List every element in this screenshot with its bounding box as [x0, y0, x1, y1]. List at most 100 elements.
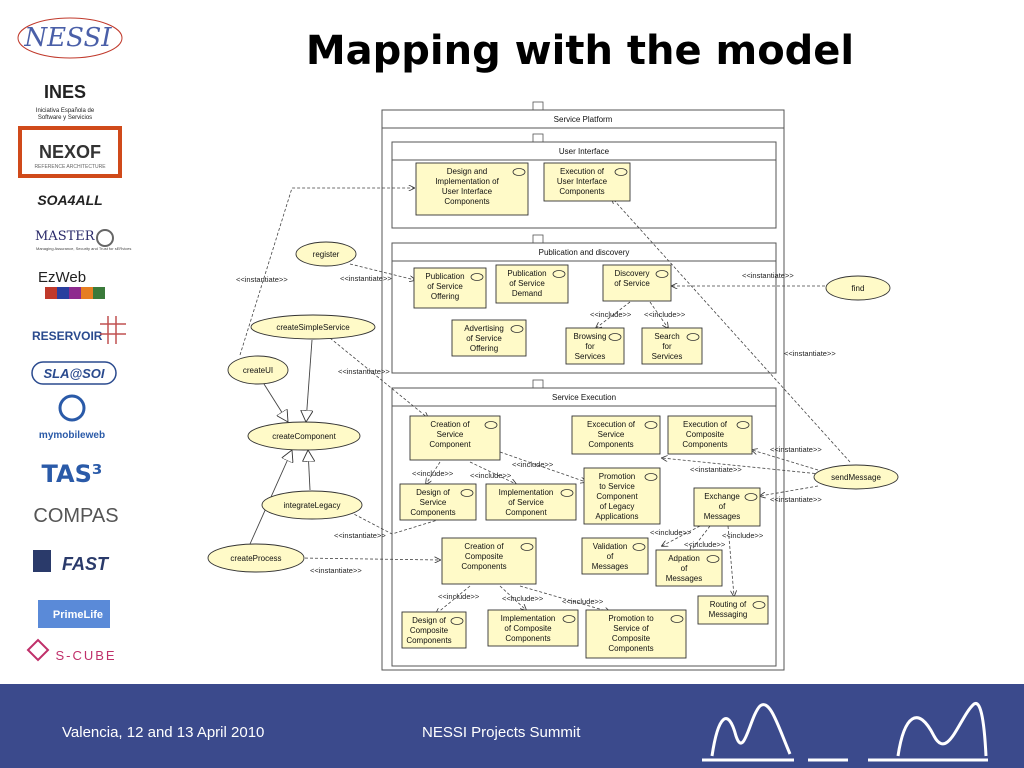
svg-text:mymobileweb: mymobileweb — [39, 430, 105, 441]
use-case-label-line: Implementation — [501, 614, 556, 623]
use-case-label-line: Search — [654, 332, 679, 341]
svg-text:EzWeb: EzWeb — [38, 269, 86, 286]
use-case-label-line: Publication — [507, 269, 546, 278]
use-case-label-line: Components — [461, 562, 506, 571]
slide-title: Mapping with the model — [305, 28, 855, 74]
use-case-label-line: Component — [505, 508, 547, 517]
svg-text:SOA4ALL: SOA4ALL — [37, 192, 102, 208]
use-case-label-line: Components — [505, 634, 550, 643]
use-case-label-line: Components — [406, 636, 451, 645]
use-case-label-line: User Interface — [557, 177, 608, 186]
use-case-label-line: Excecution of — [587, 420, 636, 429]
use-case-label-line: Publication — [425, 272, 464, 281]
use-case-label-line: Implementation of — [435, 177, 499, 186]
svg-text:FAST: FAST — [62, 554, 110, 574]
use-case-label-line: of Service — [427, 282, 463, 291]
use-case-label-line: Service — [437, 430, 464, 439]
use-case-label-line: Components — [444, 197, 489, 206]
logo-mymobileweb: mymobileweb — [39, 394, 105, 441]
footer-bar — [0, 684, 1024, 768]
actor-create-u-i: createUI — [227, 355, 289, 385]
actor-label: integrateLegacy — [284, 501, 341, 510]
use-case-label-line: Services — [652, 352, 683, 361]
actor-create-component: createComponent — [247, 421, 361, 451]
svg-text:<<include>>: <<include>> — [684, 540, 726, 549]
use-case-label-line: of Service — [508, 498, 544, 507]
use-case-label-line: Execution of — [683, 420, 728, 429]
use-case-label-line: Components — [682, 440, 727, 449]
use-case-label-line: of — [607, 552, 614, 561]
use-case-label-line: Components — [410, 508, 455, 517]
use-case-label-line: Components — [608, 644, 653, 653]
logo-master: MASTER Managing Assurance, Security and … — [35, 229, 131, 251]
use-case-label-line: Services — [575, 352, 606, 361]
actor-label: createUI — [243, 366, 273, 375]
logo-tas3: TAS³ — [42, 460, 103, 488]
use-case-label-line: Creation of — [430, 420, 470, 429]
use-case-label-line: Discovery — [614, 269, 649, 278]
svg-text:NEXOF: NEXOF — [39, 142, 101, 162]
use-case-label-line: of Legacy — [600, 502, 635, 511]
svg-text:RESERVOIR: RESERVOIR — [32, 329, 103, 343]
logo-soa4all: SOA4ALL — [37, 192, 102, 208]
use-case-label-line: Offering — [431, 292, 459, 301]
logo-ines: INES Iniciativa Española de Software y S… — [36, 82, 95, 121]
use-case-label-line: Advertising — [464, 324, 504, 333]
use-case-label-line: Design of — [416, 488, 451, 497]
svg-text:SLA@SOI: SLA@SOI — [43, 366, 104, 381]
actor-find: find — [825, 275, 891, 301]
use-case-label-line: Execution of — [560, 167, 605, 176]
use-case-label-line: Service — [598, 430, 625, 439]
svg-text:Software y Servicios: Software y Servicios — [38, 115, 92, 121]
use-case-label-line: Adpation — [668, 554, 700, 563]
logo-ezweb: EzWeb — [38, 269, 105, 299]
use-case-label-line: User Interface — [442, 187, 493, 196]
logo-compas: COMPAS — [33, 505, 118, 527]
actor-create-simple-service: createSimpleService — [250, 314, 376, 340]
svg-text:Service Execution: Service Execution — [552, 393, 616, 402]
use-case-label-line: of Service — [614, 279, 650, 288]
svg-text:<<instantiate>>: <<instantiate>> — [236, 275, 288, 284]
relations — [239, 188, 851, 614]
use-case-label-line: Demand — [512, 289, 542, 298]
logo-primelife: PrimeLife — [38, 600, 110, 628]
use-case-label-line: of — [719, 502, 726, 511]
use-case-label-line: of Service — [466, 334, 502, 343]
svg-text:<<instantiate>>: <<instantiate>> — [338, 367, 390, 376]
svg-text:COMPAS: COMPAS — [33, 505, 118, 527]
use-case-label-line: Routing of — [710, 600, 747, 609]
svg-text:<<include>>: <<include>> — [722, 531, 764, 540]
svg-text:<<instantiate>>: <<instantiate>> — [310, 566, 362, 575]
svg-text:<<include>>: <<include>> — [644, 310, 686, 319]
svg-text:TAS³: TAS³ — [42, 460, 103, 488]
logo-slasoi: SLA@SOI — [31, 361, 117, 385]
use-case-label-line: Composite — [410, 626, 449, 635]
use-case-label-line: for — [585, 342, 595, 351]
svg-text:<<instantiate>>: <<instantiate>> — [770, 445, 822, 454]
svg-text:<<instantiate>>: <<instantiate>> — [340, 274, 392, 283]
use-case-label-line: Offering — [470, 344, 498, 353]
svg-text:<<include>>: <<include>> — [650, 528, 692, 537]
svg-text:<<include>>: <<include>> — [502, 594, 544, 603]
actor-label: register — [313, 250, 340, 259]
svg-text:<<instantiate>>: <<instantiate>> — [334, 531, 386, 540]
svg-text:<<instantiate>>: <<instantiate>> — [742, 271, 794, 280]
use-case-label-line: Messages — [592, 562, 628, 571]
svg-text:<<instantiate>>: <<instantiate>> — [770, 495, 822, 504]
svg-text:MASTER: MASTER — [35, 229, 96, 244]
use-case-label-line: Exchange — [704, 492, 740, 501]
use-case-label-line: Design and — [447, 167, 487, 176]
